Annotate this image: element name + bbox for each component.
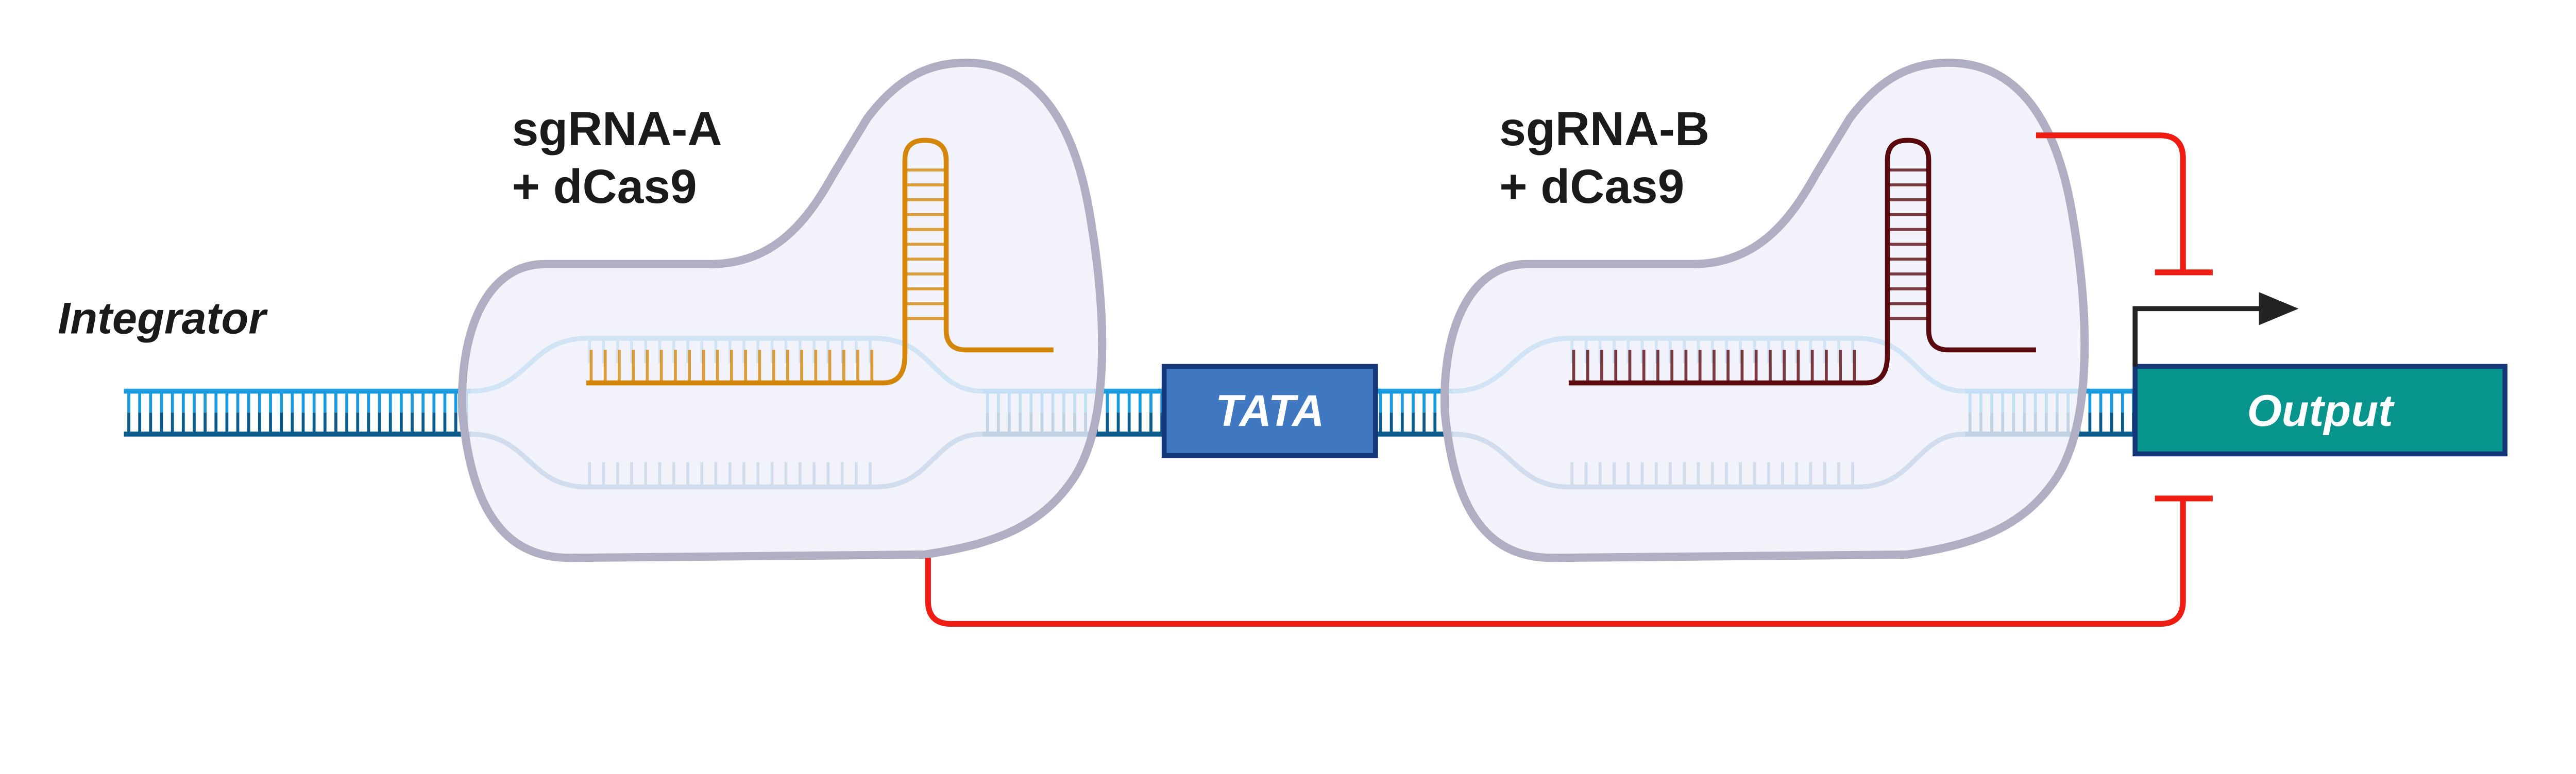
complex-a-label-line2: + dCas9 (512, 160, 697, 213)
genetic-circuit-diagram: TATA Output Integrator sgRNA-A + dCas9 s… (58, 58, 2507, 627)
tata-label: TATA (1215, 386, 1324, 436)
sgrna-strand (586, 137, 1054, 386)
repression-arrows (925, 132, 2213, 627)
complex-b-label-line2: + dCas9 (1499, 160, 1684, 213)
output-label: Output (2247, 386, 2395, 436)
tata-box: TATA (1161, 364, 1378, 458)
integrator-label: Integrator (58, 294, 268, 343)
output-box (2132, 364, 2507, 457)
dcas9-protein-a (457, 58, 1107, 562)
complex-b-label-line1: sgRNA-B (1499, 102, 1709, 156)
dcas9-protein-b (1440, 58, 2089, 562)
dcas9-complex-b (1440, 58, 2089, 562)
repression-b-to-output (2036, 132, 2213, 276)
dcas9-complex-a (457, 58, 1107, 562)
sgrna-a (586, 137, 1054, 386)
output-gene: Output (2132, 364, 2507, 457)
sgrna-b (1568, 137, 2036, 386)
sgrna-strand (1568, 137, 2036, 386)
tata-box-rect (1161, 364, 1378, 458)
repression-a-to-output (925, 495, 2213, 627)
complex-a-label-line1: sgRNA-A (512, 102, 722, 156)
promoter-arrow-icon (2132, 292, 2299, 367)
